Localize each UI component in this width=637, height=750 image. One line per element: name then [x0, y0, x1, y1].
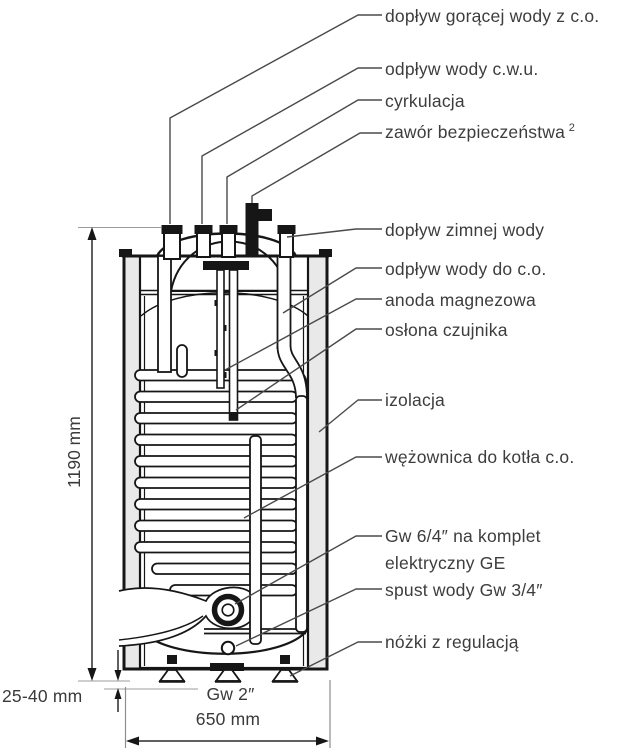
- label-safety-valve: zawór bezpieczeństwa 2: [385, 122, 575, 144]
- label-magnesium-anode: anoda magnezowa: [385, 290, 536, 310]
- coil-end-stub: [176, 344, 188, 378]
- jacket-corner-lip-right: [319, 249, 332, 257]
- label-insulation: izolacja: [385, 390, 445, 410]
- coil-risers: [249, 395, 308, 645]
- dimension-feet: [104, 650, 198, 712]
- dimension-height: [78, 226, 161, 682]
- label-circulation: cyrkulacja: [385, 91, 465, 111]
- label-water-outlet-co: odpływ wody do c.o.: [385, 259, 547, 279]
- safety-valve-body: [245, 203, 272, 255]
- label-ge-heater-socket: Gw 6/4″ na komplet elektryczny GE: [385, 526, 541, 573]
- label-safety-valve-text: zawór bezpieczeństwa: [385, 122, 566, 142]
- mounting-plate: [203, 261, 249, 270]
- label-water-drain: spust wody Gw 3/4″: [385, 580, 543, 600]
- label-cold-water-inlet: dopływ zimnej wody: [385, 220, 545, 240]
- dimension-width-text: 650 mm: [195, 709, 261, 729]
- adjustable-feet: [158, 655, 299, 683]
- magnesium-anode-rod: [216, 269, 225, 389]
- stub-cap: [219, 225, 238, 234]
- ge-heater-flange: [211, 593, 245, 627]
- stub-cap: [194, 225, 213, 234]
- label-heating-coil: wężownica do kotła c.o.: [385, 447, 575, 467]
- dimension-feet-text: 25-40 mm: [2, 686, 83, 706]
- drain-port: [220, 640, 236, 656]
- hot-water-feed-pipe: [157, 255, 172, 373]
- leader-lines: [169, 14, 382, 677]
- anode-assembly: [203, 261, 249, 421]
- top-connections: [161, 203, 296, 260]
- label-sensor-sleeve: osłona czujnika: [385, 320, 508, 340]
- stub-cap: [161, 225, 183, 234]
- stub-cap: [277, 225, 296, 234]
- label-adjustable-feet: nóżki z regulacją: [385, 632, 519, 652]
- sensor-sleeve-rod: [228, 269, 239, 421]
- dimension-width: [124, 680, 331, 748]
- bottom-port-text: Gw 2″: [206, 684, 255, 704]
- dimension-height-text: 1190 mm: [64, 416, 84, 488]
- footnote-marker: 2: [568, 122, 576, 135]
- label-hot-water-inlet-co: dopływ gorącej wody z c.o.: [385, 6, 600, 26]
- bottom-port: [210, 663, 244, 671]
- jacket-corner-lip-left: [119, 249, 132, 257]
- label-dhw-outlet: odpływ wody c.w.u.: [385, 59, 539, 79]
